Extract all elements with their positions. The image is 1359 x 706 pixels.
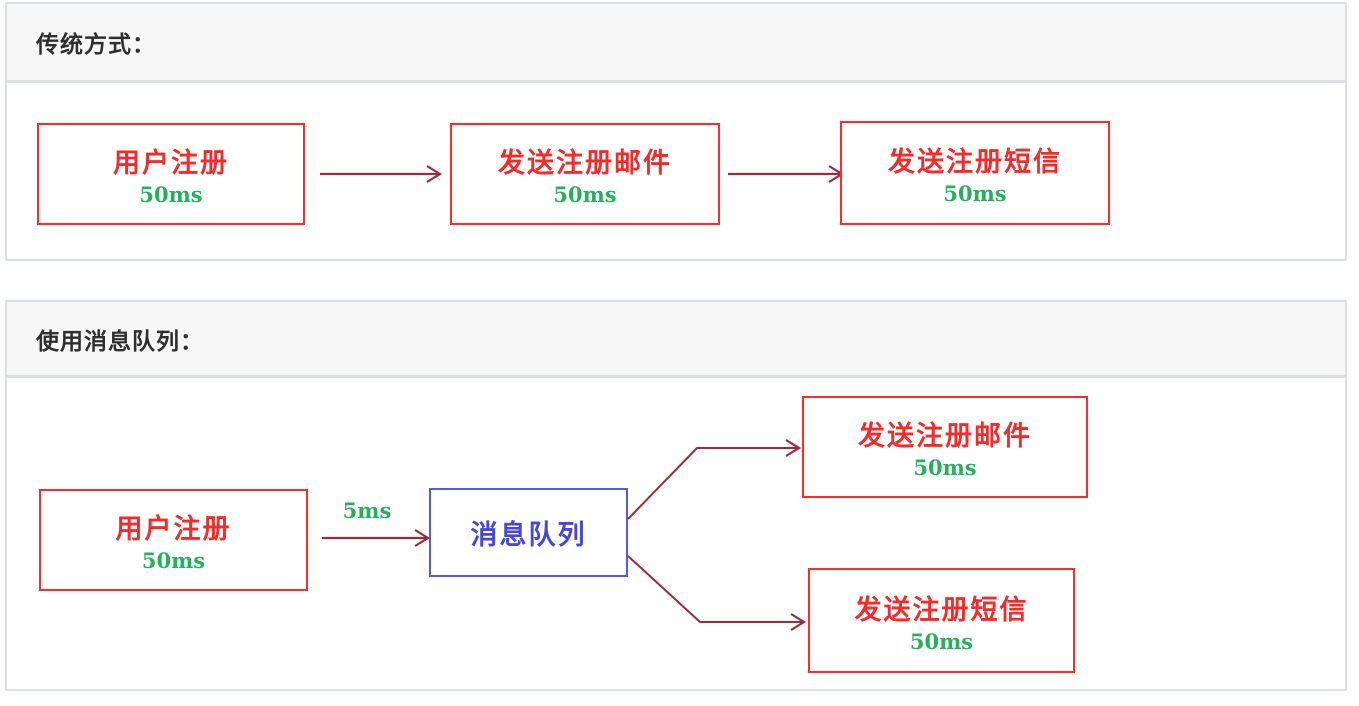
panel-message-queue-title: 使用消息队列： <box>36 327 204 354</box>
node-send-email: 发送注册邮件 50ms <box>802 396 1088 498</box>
node-user-register-label: 用户注册 <box>113 148 229 178</box>
node-send-sms-label: 发送注册短信 <box>888 147 1062 177</box>
node-user-register-label: 用户注册 <box>115 514 232 544</box>
panel-traditional: 传统方式： 用户注册 50ms 发送注册邮件 50ms 发送注册短信 50ms <box>5 2 1347 261</box>
node-send-sms: 发送注册短信 50ms <box>840 121 1110 225</box>
node-message-queue-label: 消息队列 <box>470 520 587 550</box>
node-send-sms-time: 50ms <box>909 628 974 654</box>
arrow-queue-to-email <box>627 439 802 520</box>
panel-traditional-body: 用户注册 50ms 发送注册邮件 50ms 发送注册短信 50ms <box>7 83 1345 255</box>
node-user-register: 用户注册 50ms <box>39 489 308 591</box>
node-send-email: 发送注册邮件 50ms <box>450 123 720 225</box>
node-user-register: 用户注册 50ms <box>37 123 305 225</box>
node-send-sms: 发送注册短信 50ms <box>808 568 1075 673</box>
panel-traditional-title: 传统方式： <box>36 31 156 57</box>
panel-message-queue: 使用消息队列： 5ms 用户注册 50ms 消息队列 发送注册邮件 50ms 发… <box>5 300 1347 691</box>
node-message-queue: 消息队列 <box>429 488 628 577</box>
arrow-queue-to-sms <box>627 555 807 631</box>
node-send-email-label: 发送注册邮件 <box>858 421 1032 451</box>
panel-message-queue-body: 5ms 用户注册 50ms 消息队列 发送注册邮件 50ms 发送注册短信 50… <box>7 378 1345 685</box>
node-send-email-time: 50ms <box>913 455 977 480</box>
node-send-sms-time: 50ms <box>943 181 1007 206</box>
arrow-user-to-queue-time: 5ms <box>342 498 392 523</box>
panel-message-queue-header: 使用消息队列： <box>7 302 1345 378</box>
node-send-email-time: 50ms <box>553 182 617 207</box>
node-send-email-label: 发送注册邮件 <box>498 148 672 178</box>
node-send-sms-label: 发送注册短信 <box>854 594 1029 625</box>
node-user-register-time: 50ms <box>139 182 203 207</box>
panel-traditional-header: 传统方式： <box>7 4 1345 83</box>
node-user-register-time: 50ms <box>141 548 206 573</box>
